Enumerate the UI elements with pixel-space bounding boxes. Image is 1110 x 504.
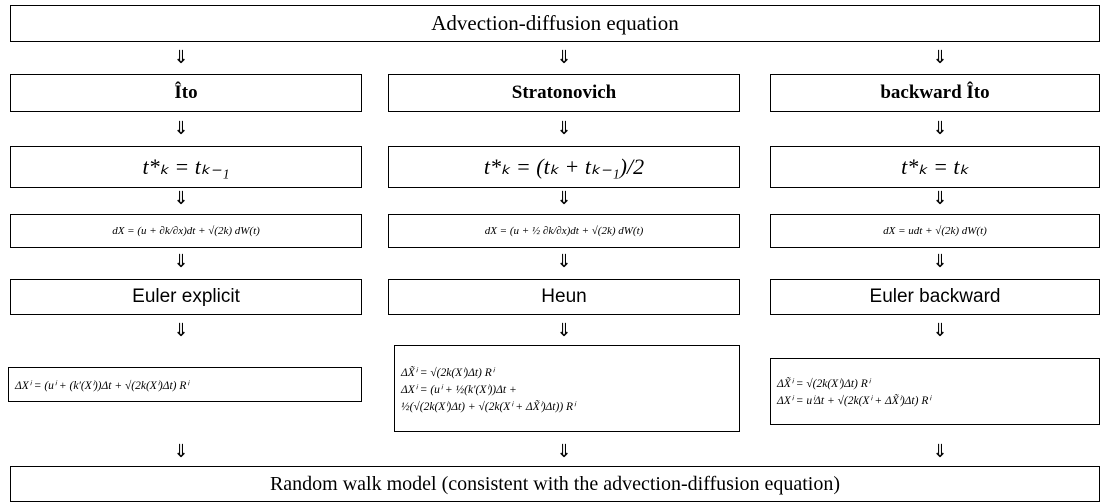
stratonovich-header: Stratonovich — [511, 82, 617, 103]
backward-ito-header: backward Îto — [880, 82, 990, 103]
arrow-back-4: ⇓ — [932, 251, 948, 272]
arrow-strat-6: ⇓ — [556, 441, 572, 462]
backward-ito-scheme-line-2: ΔXⁱ = uⁱΔt + √(2k(Xⁱ + ΔX̃ⁱ)Δt) Rⁱ — [777, 395, 931, 407]
backward-ito-scheme-line-1: ΔX̃ⁱ = √(2k(Xⁱ)Δt) Rⁱ — [777, 378, 870, 390]
backward-ito-header-box: backward Îto — [770, 74, 1100, 112]
ito-scheme-box: ΔXⁱ = (uⁱ + (k′(Xⁱ))Δt + √(2k(Xⁱ)Δt) Rⁱ — [8, 367, 362, 402]
backward-ito-method: Euler backward — [869, 286, 1001, 307]
arrow-strat-2: ⇓ — [556, 118, 572, 139]
stratonovich-sde-box: dX = (u + ½ ∂k/∂x)dt + √(2k) dW(t) — [388, 214, 740, 248]
advection-diffusion-label: Advection-diffusion equation — [431, 11, 679, 35]
stratonovich-method-box: Heun — [388, 279, 740, 315]
random-walk-label: Random walk model (consistent with the a… — [269, 472, 841, 495]
ito-sde-box: dX = (u + ∂k/∂x)dt + √(2k) dW(t) — [10, 214, 362, 248]
stratonovich-scheme-box: ΔX̃ⁱ = √(2k(Xⁱ)Δt) Rⁱ ΔXⁱ = (uⁱ + ½(k′(X… — [394, 345, 740, 432]
ito-sde: dX = (u + ∂k/∂x)dt + √(2k) dW(t) — [112, 225, 260, 237]
stratonovich-time-box: t*ₖ = (tₖ + tₖ₋₁)/2 — [388, 146, 740, 188]
arrow-back-2: ⇓ — [932, 118, 948, 139]
arrow-strat-4: ⇓ — [556, 251, 572, 272]
stratonovich-scheme-line-1: ΔX̃ⁱ = √(2k(Xⁱ)Δt) Rⁱ — [401, 366, 494, 379]
arrow-strat-5: ⇓ — [556, 320, 572, 341]
arrow-strat-3: ⇓ — [556, 188, 572, 209]
arrow-ito-3: ⇓ — [173, 188, 189, 209]
arrow-back-1: ⇓ — [932, 47, 948, 68]
stratonovich-time: t*ₖ = (tₖ + tₖ₋₁)/2 — [483, 154, 645, 179]
backward-ito-time: t*ₖ = tₖ — [901, 154, 969, 179]
ito-header: Îto — [174, 82, 198, 103]
advection-diffusion-box: Advection-diffusion equation — [10, 5, 1100, 42]
arrow-back-6: ⇓ — [932, 441, 948, 462]
ito-method: Euler explicit — [132, 286, 240, 307]
backward-ito-time-box: t*ₖ = tₖ — [770, 146, 1100, 188]
backward-ito-sde-box: dX = udt + √(2k) dW(t) — [770, 214, 1100, 248]
backward-ito-sde: dX = udt + √(2k) dW(t) — [883, 225, 987, 237]
arrow-back-5: ⇓ — [932, 320, 948, 341]
ito-header-box: Îto — [10, 74, 362, 112]
ito-method-box: Euler explicit — [10, 279, 362, 315]
arrow-strat-1: ⇓ — [556, 47, 572, 68]
random-walk-box: Random walk model (consistent with the a… — [10, 466, 1100, 502]
arrow-ito-1: ⇓ — [173, 47, 189, 68]
arrow-ito-5: ⇓ — [173, 320, 189, 341]
ito-scheme-line-1: ΔXⁱ = (uⁱ + (k′(Xⁱ))Δt + √(2k(Xⁱ)Δt) Rⁱ — [15, 379, 189, 392]
arrow-back-3: ⇓ — [932, 188, 948, 209]
stratonovich-scheme-line-3: ½(√(2k(Xⁱ)Δt) + √(2k(Xⁱ + ΔX̃ⁱ)Δt)) Rⁱ — [401, 400, 576, 413]
backward-ito-method-box: Euler backward — [770, 279, 1100, 315]
stratonovich-sde: dX = (u + ½ ∂k/∂x)dt + √(2k) dW(t) — [484, 225, 644, 237]
ito-time: t*ₖ = tₖ₋₁ — [142, 154, 230, 179]
stratonovich-scheme-line-2: ΔXⁱ = (uⁱ + ½(k′(Xⁱ))Δt + — [401, 383, 517, 396]
stratonovich-method: Heun — [541, 286, 587, 307]
arrow-ito-2: ⇓ — [173, 118, 189, 139]
stratonovich-header-box: Stratonovich — [388, 74, 740, 112]
backward-ito-scheme-box: ΔX̃ⁱ = √(2k(Xⁱ)Δt) Rⁱ ΔXⁱ = uⁱΔt + √(2k(… — [770, 358, 1100, 425]
ito-time-box: t*ₖ = tₖ₋₁ — [10, 146, 362, 188]
arrow-ito-6: ⇓ — [173, 441, 189, 462]
arrow-ito-4: ⇓ — [173, 251, 189, 272]
